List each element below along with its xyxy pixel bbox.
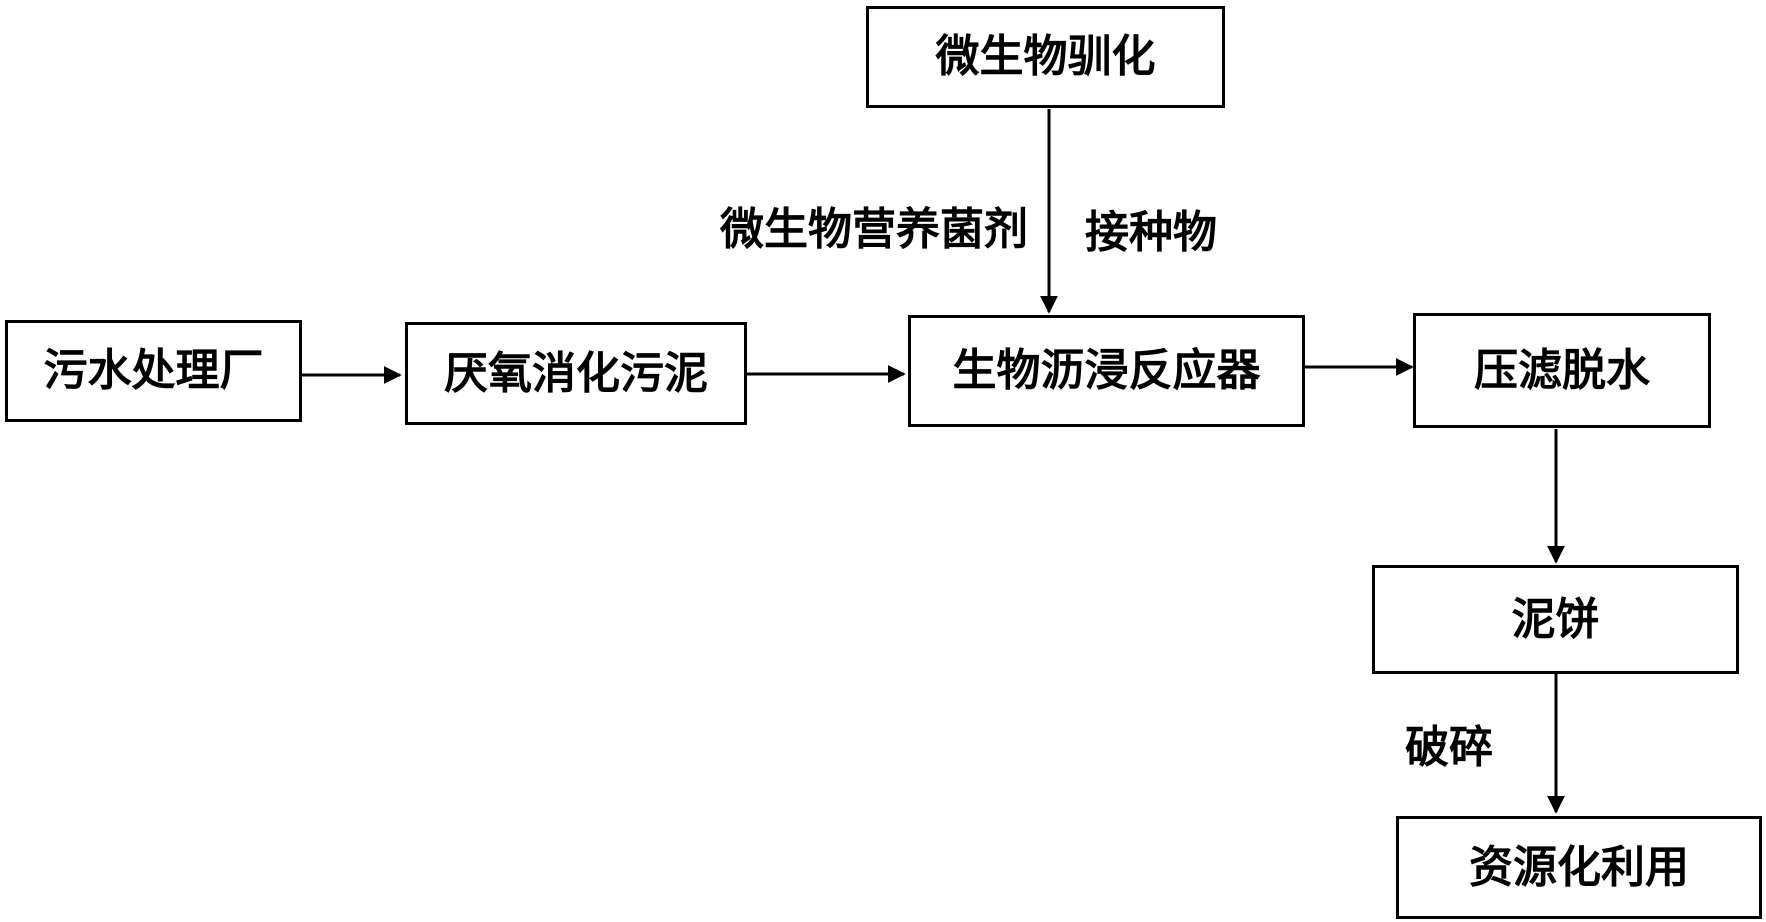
- node-press-dewatering-label: 压滤脱水: [1474, 344, 1650, 396]
- node-wastewater-plant: 污水处理厂: [5, 320, 302, 422]
- node-sludge-cake: 泥饼: [1372, 565, 1739, 674]
- label-crushing: 破碎: [1405, 722, 1493, 773]
- node-microbe-acclimation-label: 微生物驯化: [935, 31, 1156, 82]
- node-resource-utilization: 资源化利用: [1396, 816, 1762, 919]
- node-bioleaching-reactor: 生物沥浸反应器: [908, 315, 1305, 427]
- node-press-dewatering: 压滤脱水: [1413, 313, 1711, 428]
- node-bioleaching-reactor-label: 生物沥浸反应器: [952, 345, 1261, 396]
- label-inoculum: 接种物: [1085, 207, 1217, 258]
- node-microbe-acclimation: 微生物驯化: [866, 6, 1225, 108]
- node-sludge-cake-label: 泥饼: [1511, 593, 1600, 645]
- node-resource-utilization-label: 资源化利用: [1469, 841, 1689, 893]
- node-anaerobic-sludge: 厌氧消化污泥: [405, 322, 747, 425]
- node-anaerobic-sludge-label: 厌氧消化污泥: [444, 347, 708, 399]
- node-wastewater-plant-label: 污水处理厂: [43, 345, 264, 396]
- label-nutrient-agent: 微生物营养菌剂: [720, 204, 1028, 255]
